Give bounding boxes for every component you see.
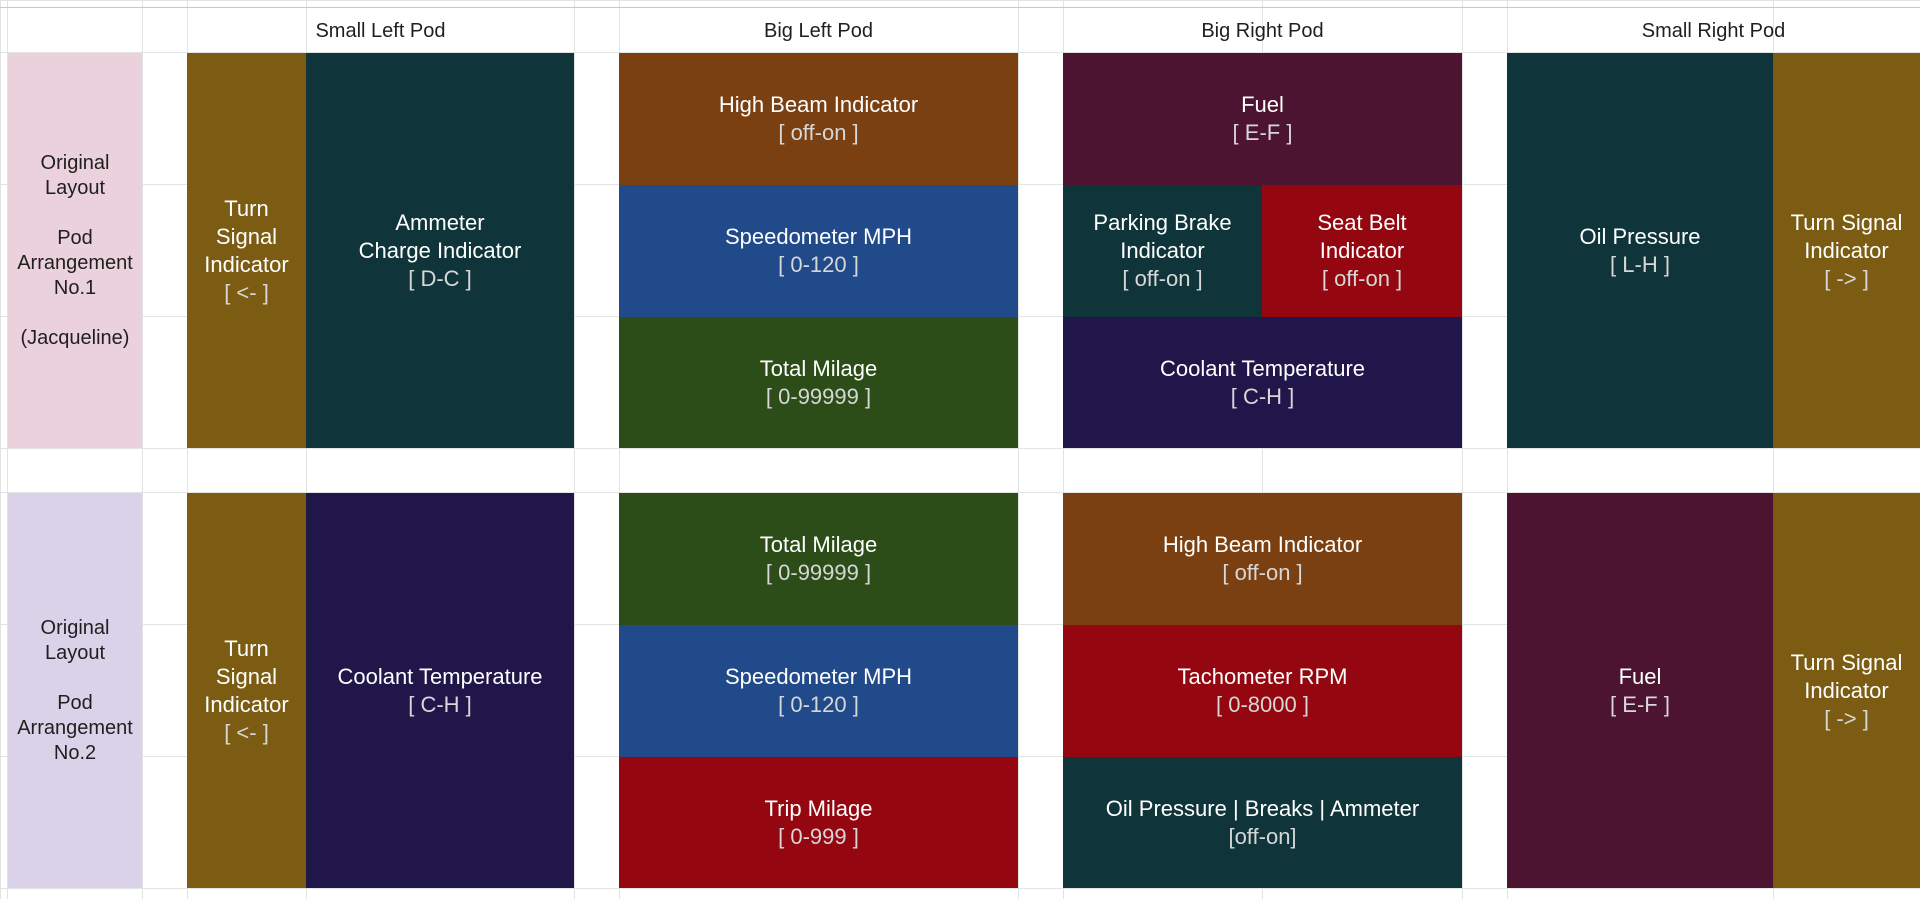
cell-title: Turn Signal Indicator bbox=[1790, 209, 1903, 263]
cell-title: Oil Pressure bbox=[1579, 223, 1701, 249]
cell-range: [ -> ] bbox=[1824, 265, 1869, 291]
cell-title: Turn Signal Indicator bbox=[1790, 649, 1903, 703]
cell-range: [ 0-999 ] bbox=[778, 823, 859, 849]
cell-range: [ C-H ] bbox=[408, 691, 472, 717]
cell-title: Trip Milage bbox=[764, 795, 873, 821]
cell-range: [ <- ] bbox=[224, 719, 269, 745]
cell-title: High Beam Indicator bbox=[1162, 532, 1363, 557]
header-small-right-pod[interactable]: Small Right Pod bbox=[1641, 19, 1786, 42]
cell-range: [ 0-120 ] bbox=[778, 692, 859, 717]
cell-title: High Beam Indicator bbox=[718, 92, 919, 117]
cell-title: Coolant Temperature bbox=[337, 663, 543, 689]
cell-range: [ E-F ] bbox=[1232, 120, 1293, 145]
cell-range: [ -> ] bbox=[1824, 705, 1869, 731]
r1-speedometer[interactable]: Speedometer MPH [ 0-120 ] bbox=[619, 185, 1018, 317]
r2-oil-breaks-ammeter[interactable]: Oil Pressure | Breaks | Ammeter [off-on] bbox=[1063, 757, 1462, 888]
r1-high-beam[interactable]: High Beam Indicator [ off-on ] bbox=[619, 53, 1018, 185]
cell-range: [ D-C ] bbox=[408, 265, 472, 291]
r1-total-milage[interactable]: Total Milage [ 0-99999 ] bbox=[619, 317, 1018, 448]
r2-speedometer[interactable]: Speedometer MPH [ 0-120 ] bbox=[619, 625, 1018, 757]
header-big-right-pod[interactable]: Big Right Pod bbox=[1201, 19, 1324, 42]
cell-title: Ammeter Charge Indicator bbox=[358, 209, 522, 263]
cell-title: Fuel bbox=[1241, 92, 1284, 117]
r1-coolant[interactable]: Coolant Temperature [ C-H ] bbox=[1063, 317, 1462, 448]
r1-fuel[interactable]: Fuel [ E-F ] bbox=[1063, 53, 1462, 185]
r1-turn-signal-left[interactable]: Turn Signal Indicator [ <- ] bbox=[187, 53, 306, 448]
r2-high-beam[interactable]: High Beam Indicator [ off-on ] bbox=[1063, 493, 1462, 625]
cell-title: Oil Pressure | Breaks | Ammeter bbox=[1105, 795, 1420, 821]
r2-fuel[interactable]: Fuel [ E-F ] bbox=[1507, 493, 1773, 888]
cell-range: [ 0-99999 ] bbox=[765, 383, 872, 409]
r2-total-milage[interactable]: Total Milage [ 0-99999 ] bbox=[619, 493, 1018, 625]
cell-range: [ L-H ] bbox=[1610, 251, 1670, 277]
cell-title: Seat Belt Indicator bbox=[1317, 210, 1407, 263]
cell-title: Turn Signal Indicator bbox=[204, 635, 289, 717]
r2-tachometer[interactable]: Tachometer RPM [ 0-8000 ] bbox=[1063, 625, 1462, 757]
r1-parking-brake[interactable]: Parking Brake Indicator [ off-on ] bbox=[1063, 185, 1262, 317]
r1-turn-signal-right[interactable]: Turn Signal Indicator [ -> ] bbox=[1773, 53, 1920, 448]
cell-range: [off-on] bbox=[1228, 823, 1297, 849]
cell-title: Total Milage bbox=[759, 532, 878, 557]
cell-title: Speedometer MPH bbox=[724, 664, 913, 689]
header-small-left-pod[interactable]: Small Left Pod bbox=[315, 19, 446, 42]
cell-range: [ C-H ] bbox=[1230, 383, 1295, 409]
cell-range: [ 0-99999 ] bbox=[765, 560, 872, 585]
cell-title: Turn Signal Indicator bbox=[204, 195, 289, 277]
cell-range: [ off-on ] bbox=[778, 120, 859, 145]
cell-range: [ off-on ] bbox=[1222, 560, 1303, 585]
cell-range: [ E-F ] bbox=[1610, 691, 1670, 717]
r2-turn-signal-left[interactable]: Turn Signal Indicator [ <- ] bbox=[187, 493, 306, 888]
cell-title: Parking Brake Indicator bbox=[1093, 210, 1232, 263]
cell-range: [ off-on ] bbox=[1122, 266, 1203, 291]
cell-range: [ off-on ] bbox=[1321, 266, 1403, 291]
r1-seat-belt[interactable]: Seat Belt Indicator [ off-on ] bbox=[1262, 185, 1462, 317]
cell-title: Coolant Temperature bbox=[1159, 355, 1366, 381]
cell-title: Tachometer RPM bbox=[1177, 664, 1348, 689]
cell-title: Total Milage bbox=[759, 355, 878, 381]
r1-oil-pressure[interactable]: Oil Pressure [ L-H ] bbox=[1507, 53, 1773, 448]
cell-range: [ 0-120 ] bbox=[778, 252, 859, 277]
r2-turn-signal-right[interactable]: Turn Signal Indicator [ -> ] bbox=[1773, 493, 1920, 888]
row-label-arrangement-1[interactable]: Original Layout Pod Arrangement No.1 (Ja… bbox=[8, 53, 142, 448]
cell-range: [ 0-8000 ] bbox=[1216, 692, 1309, 717]
r2-trip-milage[interactable]: Trip Milage [ 0-999 ] bbox=[619, 757, 1018, 888]
header-big-left-pod[interactable]: Big Left Pod bbox=[764, 19, 873, 42]
row-label-arrangement-2[interactable]: Original Layout Pod Arrangement No.2 bbox=[8, 493, 142, 888]
cell-range: [ <- ] bbox=[224, 279, 269, 305]
r1-ammeter[interactable]: Ammeter Charge Indicator [ D-C ] bbox=[306, 53, 574, 448]
r2-coolant[interactable]: Coolant Temperature [ C-H ] bbox=[306, 493, 574, 888]
cell-title: Fuel bbox=[1618, 663, 1662, 689]
cell-title: Speedometer MPH bbox=[724, 224, 913, 249]
